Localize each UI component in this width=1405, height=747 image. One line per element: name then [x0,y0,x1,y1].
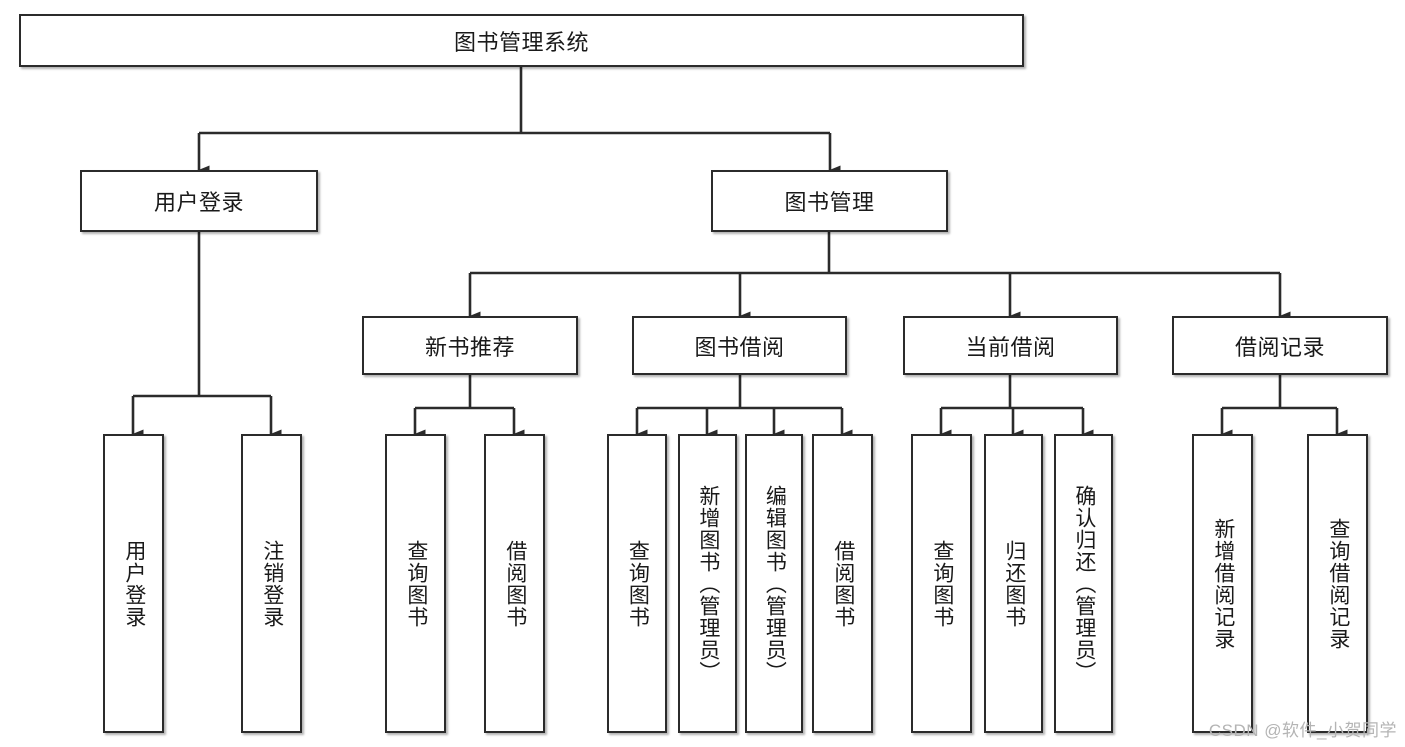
node-leaf9[interactable]: 查询图书 [911,434,972,733]
node-newbook[interactable]: 新书推荐 [362,316,578,375]
node-label: 当前借阅 [965,334,1056,360]
node-label: 查询图书 [930,539,954,628]
node-label: 新书推荐 [424,334,515,360]
node-label: 注销登录 [260,539,284,628]
node-label: 确认归还（管理员） [1072,484,1096,683]
watermark-label: CSDN @软件_小贺同学 [1208,721,1397,740]
node-root[interactable]: 图书管理系统 [19,14,1024,67]
node-leaf2[interactable]: 注销登录 [241,434,302,733]
node-label: 图书管理 [784,190,875,215]
node-label: 新增借阅记录 [1211,517,1235,650]
node-label: 查询图书 [404,539,428,628]
node-label: 查询图书 [626,539,650,628]
node-borrow[interactable]: 图书借阅 [632,316,847,375]
node-leaf6[interactable]: 新增图书（管理员） [678,434,737,733]
node-label: 借阅图书 [831,539,855,628]
node-leaf13[interactable]: 查询借阅记录 [1307,434,1368,733]
node-leaf10[interactable]: 归还图书 [984,434,1043,733]
node-records[interactable]: 借阅记录 [1172,316,1388,375]
node-label: 图书管理系统 [453,29,589,55]
node-label: 图书借阅 [694,334,785,360]
node-leaf5[interactable]: 查询图书 [607,434,667,733]
node-label: 借阅图书 [503,539,527,628]
node-leaf7[interactable]: 编辑图书（管理员） [745,434,803,733]
node-label: 借阅记录 [1234,334,1325,360]
node-label: 编辑图书（管理员） [763,484,787,683]
node-leaf3[interactable]: 查询图书 [385,434,446,733]
node-current[interactable]: 当前借阅 [903,316,1118,375]
node-label: 用户登录 [153,190,244,215]
node-leaf1[interactable]: 用户登录 [103,434,164,733]
node-leaf11[interactable]: 确认归还（管理员） [1054,434,1113,733]
node-label: 查询借阅记录 [1326,517,1350,650]
node-label: 用户登录 [122,539,146,628]
node-label: 新增图书（管理员） [696,484,720,683]
node-leaf4[interactable]: 借阅图书 [484,434,545,733]
node-login[interactable]: 用户登录 [80,170,318,232]
node-bookmgmt[interactable]: 图书管理 [711,170,948,232]
node-leaf8[interactable]: 借阅图书 [812,434,873,733]
node-leaf12[interactable]: 新增借阅记录 [1192,434,1253,733]
edge-layer [131,67,1348,439]
node-label: 归还图书 [1002,539,1026,628]
